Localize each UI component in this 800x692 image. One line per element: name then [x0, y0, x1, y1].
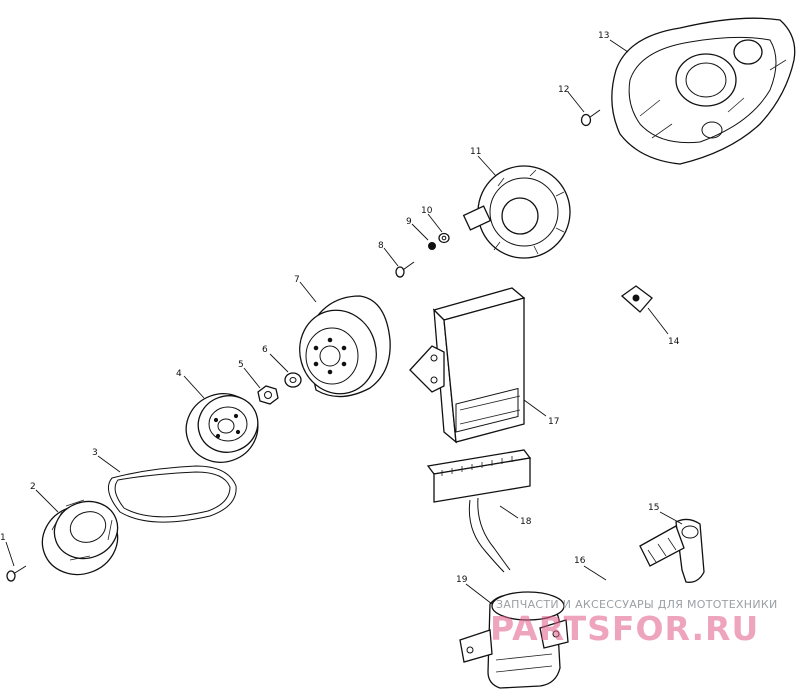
part-2-drive-cup [35, 489, 119, 576]
callout-14: 14 [668, 337, 680, 347]
callout-15: 15 [648, 503, 659, 513]
part-6-washer [269, 353, 302, 388]
part-15-spark-plug-cap [639, 511, 705, 583]
part-5-nut [243, 367, 279, 405]
callout-7: 7 [294, 275, 300, 285]
part-3-belt [97, 455, 237, 523]
part-4-pulley [183, 375, 259, 463]
part-10-washer [427, 213, 450, 244]
part-7-flywheel [299, 281, 391, 398]
callout-10: 10 [421, 206, 433, 216]
part-17-cdi-box [409, 287, 547, 444]
part-19-ignition-coil [459, 583, 569, 689]
callout-2: 2 [30, 482, 36, 492]
watermark: ЗАПЧАСТИ И АКСЕССУАРЫ ДЛЯ МОТОТЕХНИКИ PA… [490, 598, 778, 648]
callout-9: 9 [406, 217, 412, 227]
callout-3: 3 [92, 448, 98, 458]
watermark-logo: PARTSFOR.RU [490, 609, 759, 648]
part-11-stator [462, 155, 571, 259]
callout-1: 1 [0, 533, 6, 543]
callout-11: 11 [470, 147, 481, 157]
part-1-bolt [5, 541, 27, 582]
callout-17: 17 [548, 417, 559, 427]
part-12-bolt [567, 91, 601, 127]
callout-19: 19 [456, 575, 468, 585]
callout-18: 18 [520, 517, 532, 527]
part-16-ignition-lead [583, 565, 635, 625]
callout-labels: 1 2 3 4 5 6 7 8 9 10 11 12 13 14 15 16 1… [0, 31, 680, 585]
callout-12: 12 [558, 85, 569, 95]
callout-4: 4 [176, 369, 182, 379]
part-9-lock-washer [411, 223, 436, 250]
callout-6: 6 [262, 345, 268, 355]
callout-16: 16 [574, 556, 586, 566]
part-18-connector [426, 449, 532, 573]
part-14-clip [620, 285, 669, 335]
callout-8: 8 [378, 241, 384, 251]
part-13-magneto-housing [609, 17, 796, 165]
part-8-bolt [383, 247, 415, 278]
callout-13: 13 [598, 31, 609, 41]
callout-5: 5 [238, 360, 244, 370]
watermark-caption: ЗАПЧАСТИ И АКСЕССУАРЫ ДЛЯ МОТОТЕХНИКИ [496, 598, 778, 611]
